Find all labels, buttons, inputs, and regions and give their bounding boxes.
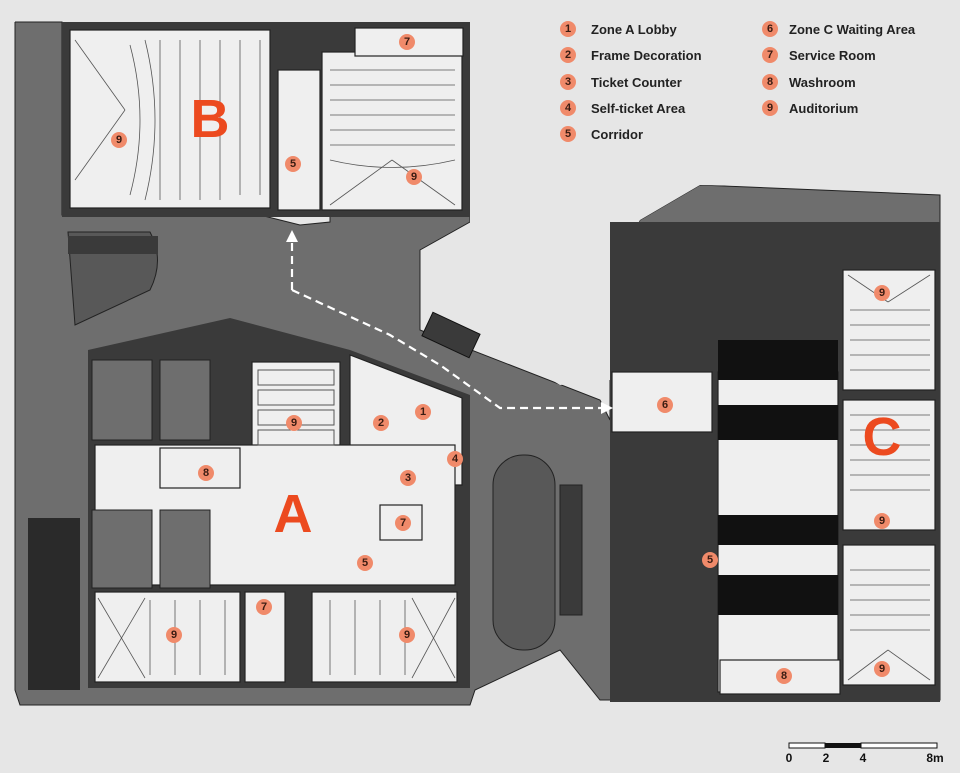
svg-text:3: 3 (405, 472, 411, 484)
svg-text:7: 7 (404, 36, 410, 48)
marker-9-a-right: 9 (399, 627, 415, 643)
legend: 1 Zone A Lobby 2 Frame Decoration 3 Ticket … (560, 21, 916, 142)
svg-text:Auditorium: Auditorium (789, 101, 858, 116)
legend-item-1: 1 Zone A Lobby (560, 21, 677, 37)
svg-text:9: 9 (404, 629, 410, 641)
auditorium-c-mid (842, 399, 936, 531)
marker-4: 4 (447, 451, 463, 467)
marker-7-a-bottom: 7 (256, 599, 272, 615)
marker-9-c-top: 9 (874, 285, 890, 301)
svg-text:Self-ticket Area: Self-ticket Area (591, 101, 686, 116)
marker-9-b-right: 9 (406, 169, 422, 185)
scale-label-2: 2 (823, 751, 830, 765)
marker-9-a-left: 9 (166, 627, 182, 643)
svg-text:5: 5 (362, 557, 368, 569)
zone-b-building (62, 22, 470, 217)
marker-7-a: 7 (395, 515, 411, 531)
marker-3: 3 (400, 470, 416, 486)
marker-1: 1 (415, 404, 431, 420)
svg-text:6: 6 (662, 399, 668, 411)
marker-7-b: 7 (399, 34, 415, 50)
legend-item-9: 9 Auditorium (762, 100, 858, 116)
marker-5-c: 5 (702, 552, 718, 568)
svg-text:4: 4 (565, 102, 572, 114)
svg-text:9: 9 (879, 515, 885, 527)
auditorium-c-top (842, 269, 936, 391)
svg-text:2: 2 (378, 417, 384, 429)
svg-text:Service Room: Service Room (789, 48, 876, 63)
marker-9-c-mid: 9 (874, 513, 890, 529)
svg-text:5: 5 (290, 158, 296, 170)
legend-item-5: 5 Corridor (560, 126, 643, 142)
zone-label-c: C (863, 407, 902, 467)
seating-b-right (329, 69, 456, 206)
svg-text:9: 9 (767, 102, 773, 114)
marker-8-a: 8 (198, 465, 214, 481)
seating-b-left (74, 39, 261, 201)
exterior-right-top (470, 20, 960, 385)
svg-text:9: 9 (116, 134, 122, 146)
seating-c (847, 274, 931, 681)
route-arrow-head-up (286, 230, 298, 242)
marker-5-a: 5 (357, 555, 373, 571)
zone-label-a: A (274, 484, 313, 544)
svg-text:5: 5 (707, 554, 713, 566)
zone-a-building (88, 318, 470, 688)
escalator-left (67, 231, 158, 326)
marker-8-c: 8 (776, 668, 792, 684)
svg-text:Zone A Lobby: Zone A Lobby (591, 22, 677, 37)
svg-text:Ticket Counter: Ticket Counter (591, 75, 682, 90)
auditorium-a-right (311, 591, 458, 683)
legend-item-8: 8 Washroom (762, 74, 856, 90)
svg-text:9: 9 (879, 663, 885, 675)
scale-label-0: 0 (786, 751, 793, 765)
svg-text:1: 1 (420, 406, 426, 418)
auditorium-b-right (321, 51, 463, 211)
route-arrows (290, 240, 605, 410)
svg-text:7: 7 (767, 49, 773, 61)
escalator-center (492, 454, 583, 651)
route-arrow-head-right (601, 402, 613, 414)
marker-9-b-left: 9 (111, 132, 127, 148)
marker-9-c-bottom: 9 (874, 661, 890, 677)
legend-item-6: 6 Zone C Waiting Area (762, 21, 916, 37)
svg-text:Washroom: Washroom (789, 75, 856, 90)
legend-item-7: 7 Service Room (762, 47, 876, 63)
svg-text:9: 9 (291, 417, 297, 429)
svg-text:Zone C Waiting Area: Zone C Waiting Area (789, 22, 916, 37)
svg-text:1: 1 (565, 23, 571, 35)
marker-9-a-top: 9 (286, 415, 302, 431)
svg-text:4: 4 (452, 453, 459, 465)
svg-text:5: 5 (565, 128, 571, 140)
svg-text:8: 8 (767, 76, 773, 88)
svg-text:6: 6 (767, 23, 773, 35)
escalator-diagonal (421, 311, 481, 359)
svg-text:8: 8 (203, 467, 209, 479)
scale-label-4: 4 (860, 751, 867, 765)
svg-text:9: 9 (411, 171, 417, 183)
marker-5-b: 5 (285, 156, 301, 172)
plan-markers: 1 2 3 4 5 5 5 6 7 7 7 8 8 9 9 9 9 9 9 9 … (111, 34, 890, 684)
exterior-left-top (0, 0, 960, 22)
scale-bar: 0 2 4 8m (786, 742, 944, 765)
svg-text:8: 8 (781, 670, 787, 682)
auditorium-b-left (69, 29, 271, 209)
svg-text:9: 9 (171, 629, 177, 641)
marker-2: 2 (373, 415, 389, 431)
svg-text:9: 9 (879, 287, 885, 299)
svg-text:2: 2 (565, 49, 571, 61)
svg-text:Corridor: Corridor (591, 127, 643, 142)
zone-label-b: B (191, 89, 230, 149)
legend-item-3: 3 Ticket Counter (560, 74, 682, 90)
legend-item-2: 2 Frame Decoration (560, 47, 702, 63)
svg-text:3: 3 (565, 76, 571, 88)
svg-text:Frame Decoration: Frame Decoration (591, 48, 702, 63)
marker-6: 6 (657, 397, 673, 413)
scale-label-8m: 8m (926, 751, 943, 765)
legend-item-4: 4 Self-ticket Area (560, 100, 686, 116)
left-storage-grid (28, 518, 80, 690)
svg-text:7: 7 (400, 517, 406, 529)
svg-text:7: 7 (261, 601, 267, 613)
